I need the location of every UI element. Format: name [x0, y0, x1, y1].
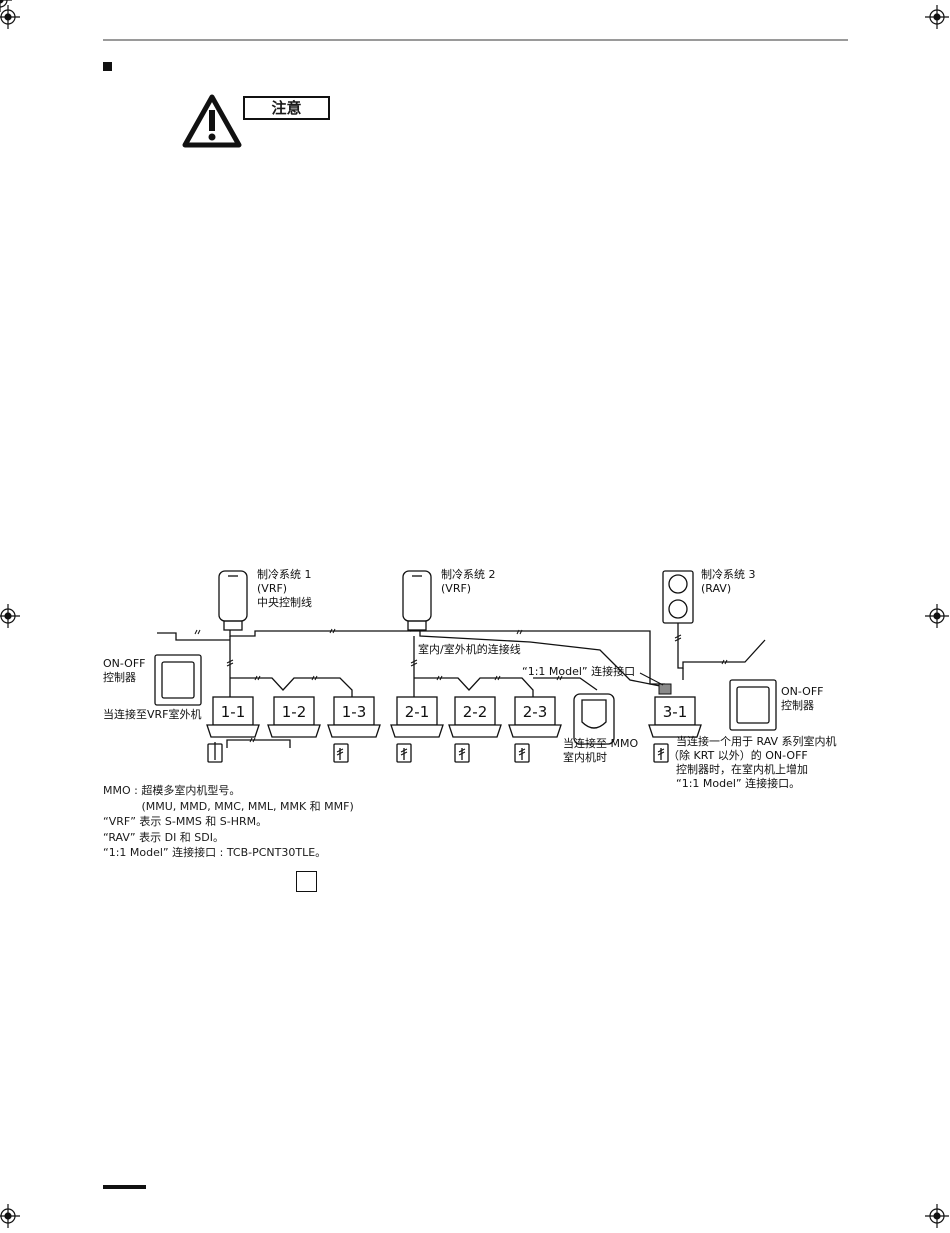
unit-label-2-3: 2-3 [523, 703, 548, 721]
outdoor-unit-3 [662, 570, 694, 624]
section-bullet-icon [103, 62, 112, 71]
outdoor-unit-2 [402, 570, 432, 622]
diagram-notes: MMO : 超模多室内机型号。 (MMU, MMD, MMC, MML, MMK… [103, 783, 354, 861]
mmo-indoor-unit [573, 693, 615, 745]
rav-note-line3: 控制器时，在室内机上增加 [676, 762, 808, 776]
vrf-note: 当连接至VRF室外机 [103, 707, 202, 721]
onoff-left-line2: 控制器 [103, 670, 136, 684]
note-line: “1:1 Model” 连接接口 : TCB-PCNT30TLE。 [103, 846, 327, 859]
system-2-title: 制冷系统 2 [441, 568, 496, 581]
note-line: (MMU, MMD, MMC, MML, MMK 和 MMF) [103, 799, 354, 813]
unit-label-2-2: 2-2 [463, 703, 488, 721]
onoff-right-line1: ON-OFF [781, 685, 823, 698]
central-control-line-label: 中央控制线 [257, 595, 312, 609]
note-line: MMO : 超模多室内机型号。 [103, 784, 241, 797]
rav-note-line4: “1:1 Model” 连接接口。 [676, 777, 800, 790]
system-3-type: (RAV) [701, 582, 731, 595]
mmo-note-line1: 当连接至 MMO [563, 736, 638, 750]
indoor-outdoor-line-label: 室内/室外机的连接线 [418, 642, 521, 656]
outdoor-unit-1 [218, 570, 248, 622]
unit-label-3-1: 3-1 [663, 703, 688, 721]
system-1-title: 制冷系统 1 [257, 568, 312, 581]
indoor-unit-2-3 [508, 696, 562, 738]
indoor-unit-3-1 [648, 696, 702, 738]
indoor-unit-1-2 [267, 696, 321, 738]
note-line: “RAV” 表示 DI 和 SDI。 [103, 830, 224, 844]
indoor-unit-2-2 [448, 696, 502, 738]
onoff-controller-left [154, 654, 202, 706]
note-line: “VRF” 表示 S-MMS 和 S-HRM。 [103, 815, 268, 828]
unit-label-1-1: 1-1 [221, 703, 246, 721]
adapter-box [658, 683, 672, 695]
caution-label: 注意 [243, 96, 330, 120]
header-rule [103, 39, 848, 41]
indoor-unit-2-1 [390, 696, 444, 738]
system-2-type: (VRF) [441, 582, 471, 595]
rav-note-line1: 当连接一个用于 RAV 系列室内机 [676, 734, 837, 748]
system-3-title: 制冷系统 3 [701, 568, 756, 581]
unit-label-1-2: 1-2 [282, 703, 307, 721]
empty-box [296, 871, 317, 892]
rav-note-line2: （除 KRT 以外）的 ON-OFF [668, 748, 808, 762]
mmo-note-line2: 室内机时 [563, 750, 607, 764]
indoor-unit-1-3 [327, 696, 381, 738]
unit-label-1-3: 1-3 [342, 703, 367, 721]
onoff-controller-right [729, 679, 777, 731]
system-1-type: (VRF) [257, 582, 287, 595]
onoff-right-line2: 控制器 [781, 698, 814, 712]
unit-label-2-1: 2-1 [405, 703, 430, 721]
warning-triangle-icon [182, 94, 242, 148]
onoff-left-line1: ON-OFF [103, 657, 145, 670]
indoor-unit-1-1 [206, 696, 260, 738]
footer-bar [103, 1185, 146, 1189]
adapter-label: “1:1 Model” 连接接口 [522, 665, 635, 678]
